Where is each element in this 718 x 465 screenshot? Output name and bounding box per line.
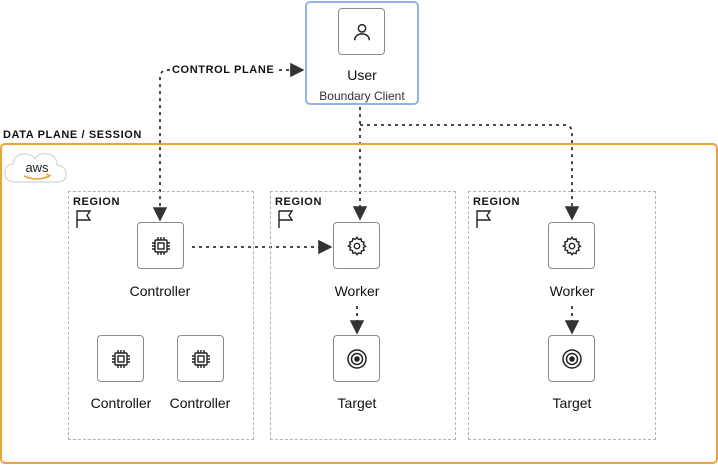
data-plane-label: DATA PLANE / SESSION [3,129,142,141]
target-node-1[interactable] [333,335,380,382]
region-1: REGION [68,191,254,440]
user-to-worker2-connector [360,124,580,221]
control-plane-connector [152,69,303,222]
cpu-chip-icon [111,349,130,368]
region-1-label: REGION [73,196,120,208]
region-3-label: REGION [473,196,520,208]
user-subtitle: Boundary Client [319,89,405,103]
user-title: User [347,67,377,83]
region-2: REGION [270,191,456,440]
user-node[interactable]: User Boundary Client [305,1,419,105]
worker-label-1: Worker [334,283,380,299]
controller-label-3: Controller [169,395,231,411]
controller-node-3[interactable] [177,335,224,382]
flag-icon [76,210,92,228]
controller-label-main: Controller [129,283,191,299]
cpu-chip-icon [151,236,170,255]
worker-node-2[interactable] [548,222,595,269]
target-icon [346,348,367,369]
target-icon [561,348,582,369]
worker-label-2: Worker [549,283,595,299]
flag-icon [476,210,492,228]
region-3: REGION [468,191,656,440]
aws-logo: aws [4,152,67,183]
cpu-chip-icon [191,349,210,368]
target-node-2[interactable] [548,335,595,382]
user-icon [338,8,385,55]
gear-icon [561,235,582,256]
controller-node-main[interactable] [137,222,184,269]
region-2-label: REGION [275,196,322,208]
gear-icon [346,235,367,256]
target-label-2: Target [552,395,592,411]
controller-label-2: Controller [90,395,152,411]
control-plane-label: CONTROL PLANE [170,64,277,76]
aws-cloud-container [0,143,718,464]
controller-node-2[interactable] [97,335,144,382]
worker-node-1[interactable] [333,222,380,269]
svg-text:aws: aws [25,160,49,175]
target-label-1: Target [337,395,377,411]
flag-icon [278,210,294,228]
